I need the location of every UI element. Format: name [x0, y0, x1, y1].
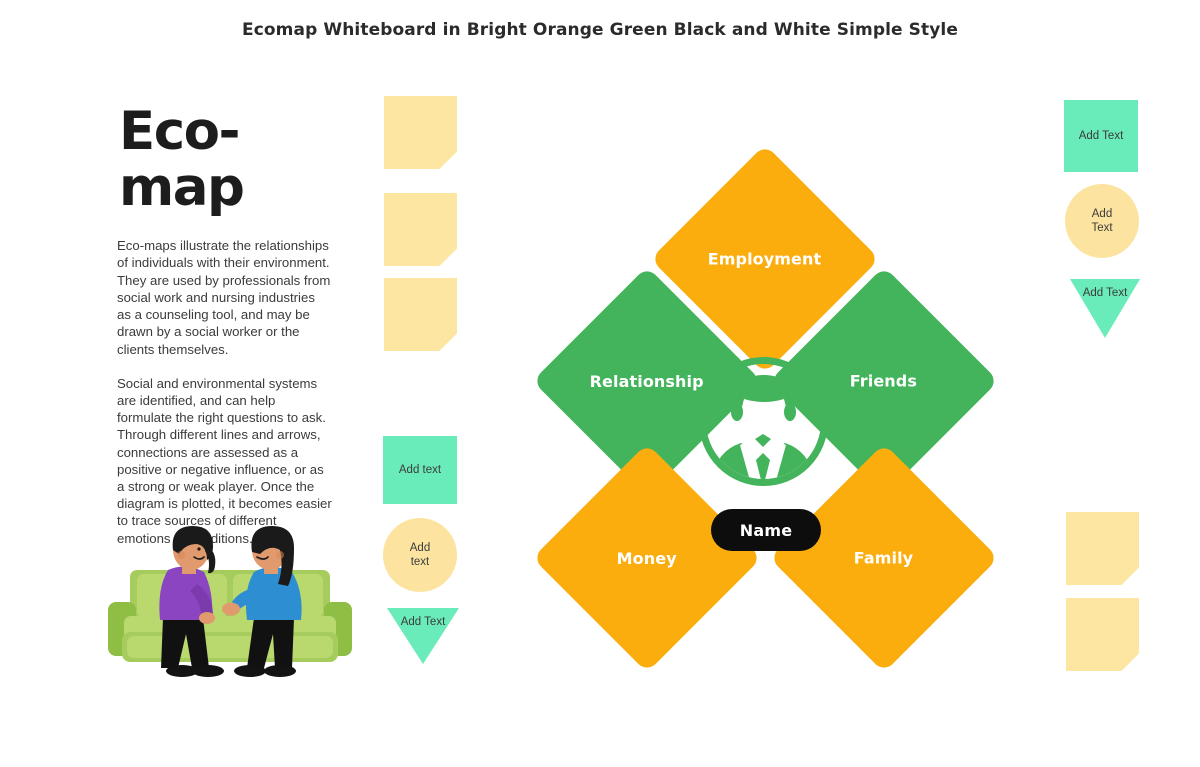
add-text-triangle-left[interactable]: Add Text	[387, 608, 459, 664]
shape-label: Add text	[398, 464, 442, 476]
add-text-circle-left[interactable]: Add text	[383, 518, 457, 592]
shape-label-line1: Add	[409, 542, 431, 554]
shape-label-line2: text	[410, 556, 430, 568]
ecomap-node-label: Family	[854, 548, 914, 568]
sticky-note[interactable]	[1066, 598, 1139, 671]
name-pill-label: Name	[739, 520, 793, 540]
add-text-square-right[interactable]: Add Text	[1064, 100, 1138, 172]
shape-label-line1: Add	[1091, 208, 1113, 220]
description-paragraph-2: Social and environmental systems are ide…	[117, 375, 332, 546]
page-title: Ecomap Whiteboard in Bright Orange Green…	[242, 20, 958, 40]
shape-label: Add Text	[1078, 130, 1124, 142]
add-text-square-left[interactable]: Add text	[383, 436, 457, 504]
ecomap-node-label: Employment	[708, 249, 822, 269]
ecomap-node-label: Money	[616, 548, 678, 568]
sticky-note[interactable]	[1066, 512, 1139, 585]
add-text-circle-right[interactable]: Add Text	[1065, 184, 1139, 258]
shape-label-line2: Text	[1091, 222, 1113, 234]
shape-label: Add Text	[1082, 287, 1128, 299]
shape-label: Add Text	[1091, 207, 1112, 235]
ecomap-node-label: Friends	[850, 371, 918, 391]
sticky-note[interactable]	[384, 278, 457, 351]
add-text-triangle-right[interactable]: Add Text	[1070, 279, 1140, 338]
left-info-panel: Eco-map Eco-maps illustrate the relation…	[117, 104, 345, 547]
person-avatar-icon	[697, 355, 830, 488]
description-paragraph-1: Eco-maps illustrate the relationships of…	[117, 238, 331, 357]
ecomap-diagram: Employment Relationship Friends Money Fa…	[520, 144, 1000, 673]
shape-label: Add Text	[400, 616, 446, 628]
eco-map-heading: Eco-map	[119, 101, 245, 218]
ecomap-node-label: Relationship	[589, 371, 705, 391]
shape-label: Add text	[410, 541, 430, 569]
sticky-note[interactable]	[384, 193, 457, 266]
name-pill[interactable]: Name	[711, 509, 821, 551]
couch-illustration	[104, 524, 356, 680]
sticky-note[interactable]	[384, 96, 457, 169]
